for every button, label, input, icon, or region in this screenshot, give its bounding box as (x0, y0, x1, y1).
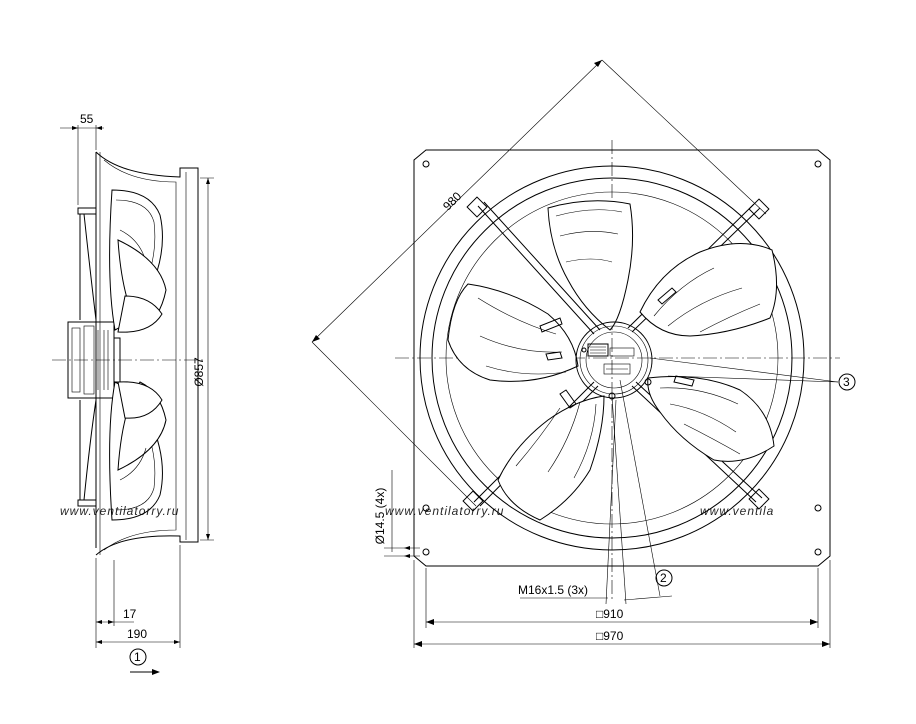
callout-1-label: 1 (134, 650, 141, 664)
motor-hub (575, 321, 653, 400)
dim-910-label: □910 (596, 607, 624, 621)
watermark-text-2: www.ventilatorry.ru (385, 504, 504, 518)
dim-970-label: □970 (596, 629, 624, 643)
dim-diameter-label: Ø857 (192, 357, 206, 387)
dim-55-label: 55 (80, 112, 94, 126)
corner-holes (422, 160, 822, 556)
callout-2-label: 2 (660, 571, 667, 585)
watermark-text-1: www.ventilatorry.ru (60, 504, 179, 518)
fan-blades (447, 200, 778, 521)
side-view (52, 125, 214, 675)
dim-17-label: 17 (123, 607, 137, 621)
dim-holes-label: Ø14.5 (4x) (373, 488, 387, 545)
watermark-text-3: www.ventila (700, 504, 774, 518)
dim-thread-label: M16x1.5 (3x) (518, 583, 588, 597)
watermark: www.ventilatorry.ru www.ventilatorry.ru … (60, 504, 774, 518)
callout-3-label: 3 (843, 375, 850, 389)
dim-190-label: 190 (127, 627, 147, 641)
dim-980-label: 980 (440, 189, 464, 213)
front-view (311, 59, 856, 648)
